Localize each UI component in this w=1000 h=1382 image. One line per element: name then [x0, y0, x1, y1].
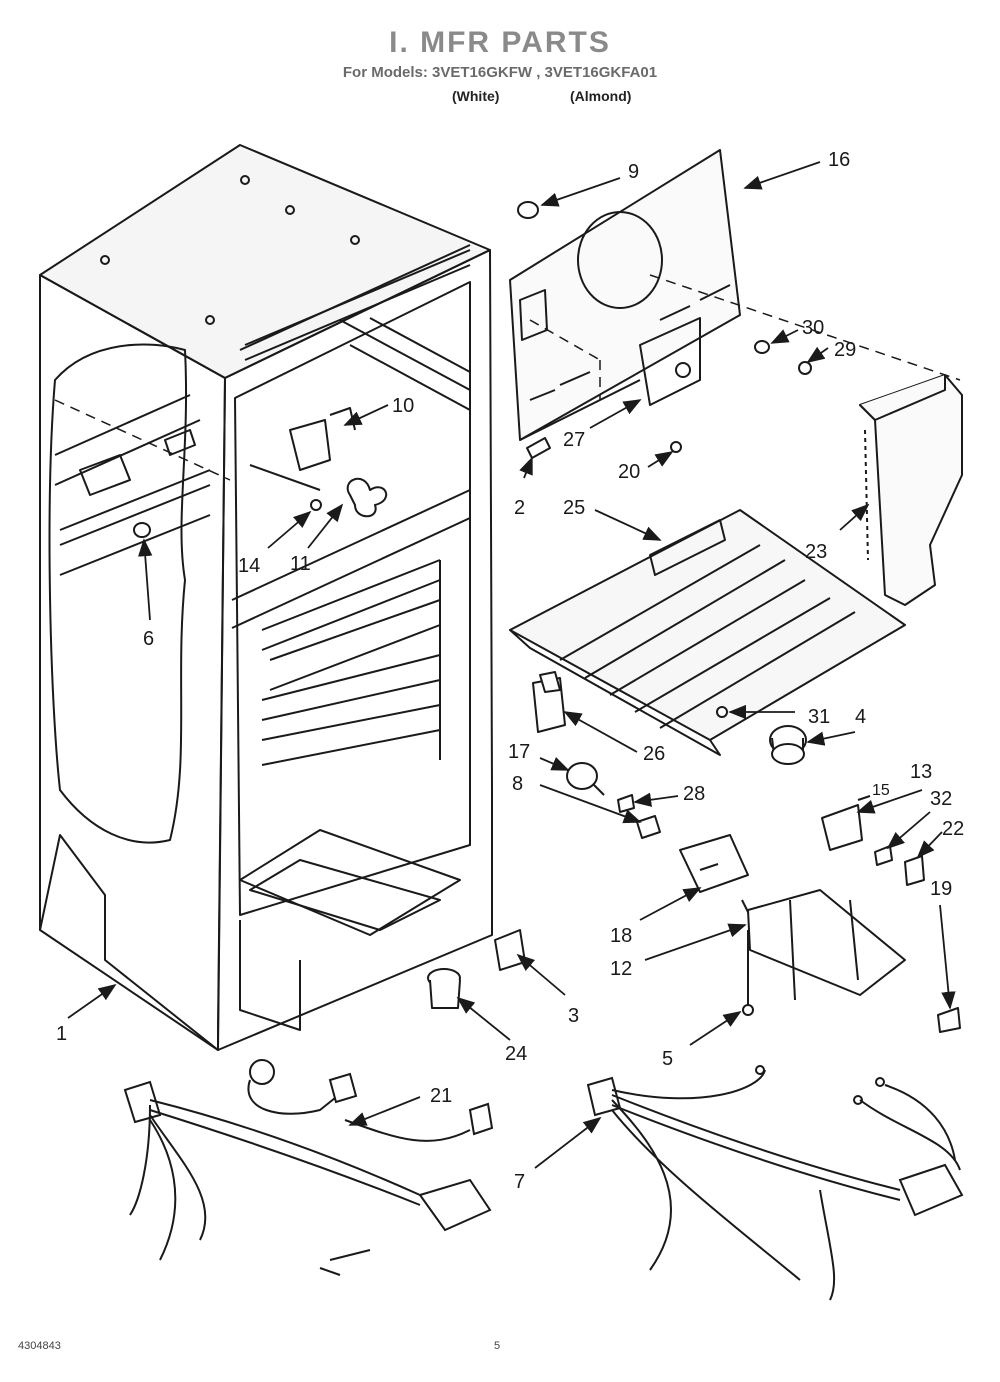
callout-3: 3: [568, 1005, 579, 1027]
page-title: I. MFR PARTS: [389, 26, 611, 59]
callout-13: 13: [910, 761, 932, 783]
callout-5: 5: [662, 1048, 673, 1070]
leader-arrows: [67, 161, 956, 1169]
callout-31: 31: [808, 706, 830, 728]
page-number: 5: [494, 1340, 501, 1352]
callout-8: 8: [512, 773, 523, 795]
wire-harness-21: [123, 1059, 494, 1276]
document-number: 4304843: [18, 1340, 61, 1352]
color-almond-label: (Almond): [570, 88, 632, 104]
wire-harness-7: [586, 1065, 964, 1301]
callout-12: 12: [610, 958, 632, 980]
callout-25: 25: [563, 497, 585, 519]
models-line: For Models: 3VET16GKFW , 3VET16GKFA01: [342, 64, 658, 81]
callout-20: 20: [618, 461, 640, 483]
callout-17: 17: [508, 741, 530, 763]
callout-14: 14: [238, 555, 260, 577]
callout-7: 7: [514, 1171, 525, 1193]
callout-24: 24: [505, 1043, 527, 1065]
callout-32: 32: [930, 788, 952, 810]
callout-11: 11: [290, 553, 311, 575]
assembly-lines: [54, 274, 961, 481]
freezer-shelf: [509, 509, 906, 756]
callout-28: 28: [683, 783, 705, 805]
callout-27: 27: [563, 429, 585, 451]
callout-26: 26: [643, 743, 665, 765]
callout-21: 21: [430, 1085, 452, 1107]
callout-labels: 9 16 10 30 29 27 20 2 25 23 6 14 11 26 3…: [56, 149, 964, 1193]
callout-22: 22: [942, 818, 964, 840]
callout-15: 15: [872, 782, 890, 799]
callout-6: 6: [143, 628, 154, 650]
callout-18: 18: [610, 925, 632, 947]
callout-16: 16: [828, 149, 850, 171]
callout-30: 30: [802, 317, 824, 339]
callout-4: 4: [855, 706, 866, 728]
rear-panel: [509, 149, 741, 441]
callout-9: 9: [628, 161, 639, 183]
callout-1: 1: [56, 1023, 67, 1045]
control-housing: [859, 374, 963, 606]
callout-29: 29: [834, 339, 856, 361]
callout-2: 2: [514, 497, 525, 519]
callout-10: 10: [392, 395, 414, 417]
cabinet-liner: [39, 144, 493, 1051]
callout-23: 23: [805, 541, 827, 563]
color-white-label: (White): [452, 88, 500, 104]
callout-19: 19: [930, 878, 952, 900]
